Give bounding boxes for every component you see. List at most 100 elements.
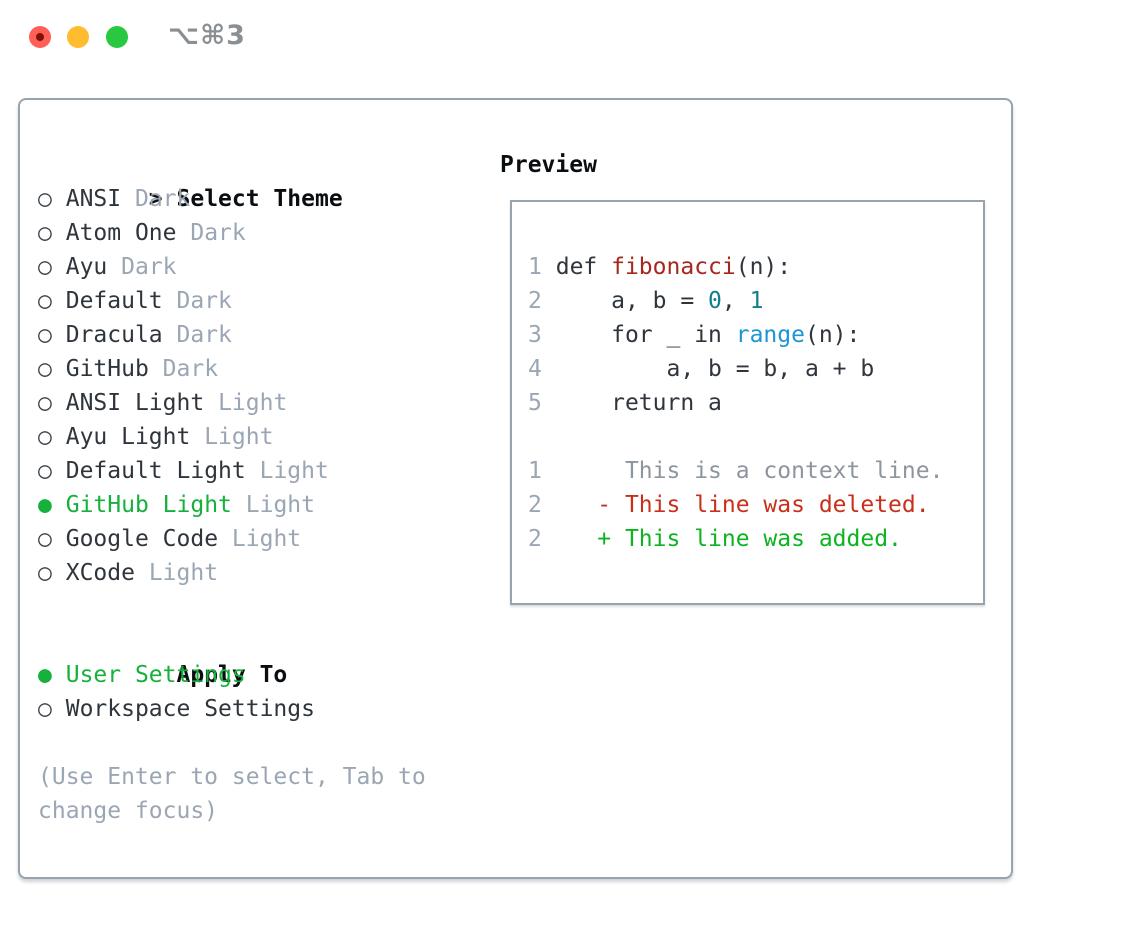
radio-icon: ○ [38, 424, 52, 450]
radio-icon: ○ [38, 560, 52, 586]
apply-option-workspace-settings[interactable]: ○ Workspace Settings [38, 692, 426, 726]
theme-name: Ayu [65, 254, 108, 280]
theme-list: ○ ANSI Dark○ Atom One Dark○ Ayu Dark○ De… [38, 182, 426, 590]
code-line: 3 for _ in range(n): [528, 318, 983, 352]
radio-icon: ○ [38, 696, 52, 722]
theme-dialog: > Select Theme ○ ANSI Dark○ Atom One Dar… [18, 98, 1013, 879]
apply-option-user-settings[interactable]: ● User Settings [38, 658, 426, 692]
line-number: 2 [528, 526, 542, 552]
theme-item-google-code[interactable]: ○ Google Code Light [38, 522, 426, 556]
spacer [38, 726, 426, 760]
code-token: - This line was deleted. [555, 492, 930, 518]
theme-variant-badge: Dark [134, 186, 191, 212]
theme-name: Ayu Light [65, 424, 191, 450]
apply-option-label: Workspace Settings [65, 696, 315, 722]
code-token: def [555, 254, 612, 280]
theme-name: GitHub [65, 356, 149, 382]
theme-name: Dracula [65, 322, 163, 348]
theme-item-default-light[interactable]: ○ Default Light Light [38, 454, 426, 488]
hint-text-line1: (Use Enter to select, Tab to [38, 764, 426, 790]
code-token: a, b = [555, 288, 709, 314]
code-token: a, b = b, a + b [555, 356, 875, 382]
theme-variant-badge: Dark [162, 356, 219, 382]
radio-icon: ○ [38, 186, 52, 212]
code-token: 1 [749, 288, 764, 314]
theme-name: Default [65, 288, 163, 314]
theme-item-dracula[interactable]: ○ Dracula Dark [38, 318, 426, 352]
theme-item-xcode[interactable]: ○ XCode Light [38, 556, 426, 590]
apply-option-label: User Settings [65, 662, 246, 688]
minimize-button-icon[interactable] [67, 26, 89, 48]
theme-variant-badge: Dark [176, 322, 232, 348]
code-line: 2 + This line was added. [528, 522, 983, 556]
theme-variant-badge: Light [148, 560, 219, 586]
radio-icon: ○ [38, 390, 52, 416]
theme-item-ansi[interactable]: ○ ANSI Dark [38, 182, 426, 216]
select-theme-label: Select Theme [176, 186, 343, 212]
theme-variant-badge: Light [259, 458, 329, 484]
radio-icon: ○ [38, 458, 52, 484]
theme-panel: > Select Theme ○ ANSI Dark○ Atom One Dar… [38, 148, 426, 828]
code-token: for _ in [555, 322, 736, 348]
line-number: 1 [528, 458, 542, 484]
theme-variant-badge: Dark [176, 288, 232, 314]
theme-variant-badge: Dark [190, 220, 246, 246]
theme-variant-badge: Light [245, 492, 315, 518]
code-line [528, 420, 983, 454]
code-token: This is a context line. [555, 458, 944, 484]
theme-name: Default Light [65, 458, 246, 484]
theme-item-github[interactable]: ○ GitHub Dark [38, 352, 426, 386]
radio-icon: ○ [38, 220, 52, 246]
zoom-button-icon[interactable] [106, 26, 128, 48]
selected-radio-icon: ● [38, 662, 52, 688]
radio-icon: ○ [38, 526, 52, 552]
theme-variant-badge: Light [231, 526, 302, 552]
theme-variant-badge: Light [218, 390, 288, 416]
theme-variant-badge: Light [204, 424, 274, 450]
selected-radio-icon: ● [38, 492, 52, 518]
line-number: 4 [528, 356, 542, 382]
code-line: 2 - This line was deleted. [528, 488, 983, 522]
line-number: 2 [528, 492, 542, 518]
code-line: 1 def fibonacci(n): [528, 250, 983, 284]
apply-to-header: Apply To [38, 624, 426, 688]
hint-text-line2: change focus) [38, 798, 219, 824]
theme-item-ansi-light[interactable]: ○ ANSI Light Light [38, 386, 426, 420]
theme-name: Atom One [65, 220, 177, 246]
code-token: + This line was added. [555, 526, 902, 552]
theme-item-ayu[interactable]: ○ Ayu Dark [38, 250, 426, 284]
header-marker-icon: > [148, 186, 163, 212]
theme-name: ANSI [65, 186, 122, 212]
code-line: 2 a, b = 0, 1 [528, 284, 983, 318]
code-token: (n): [804, 322, 861, 348]
radio-icon: ○ [38, 356, 52, 382]
code-line: 4 a, b = b, a + b [528, 352, 983, 386]
close-button-icon[interactable] [29, 26, 51, 48]
radio-icon: ○ [38, 288, 52, 314]
line-number: 3 [528, 322, 542, 348]
code-token: 0 [708, 288, 722, 314]
line-number: 2 [528, 288, 542, 314]
theme-item-github-light[interactable]: ● GitHub Light Light [38, 488, 426, 522]
apply-to-label: Apply To [176, 662, 288, 688]
apply-to-list: ● User Settings○ Workspace Settings [38, 658, 426, 726]
theme-name: ANSI Light [65, 390, 205, 416]
theme-item-ayu-light[interactable]: ○ Ayu Light Light [38, 420, 426, 454]
theme-item-default[interactable]: ○ Default Dark [38, 284, 426, 318]
theme-name: XCode [65, 560, 135, 586]
theme-item-atom-one[interactable]: ○ Atom One Dark [38, 216, 426, 250]
line-number: 1 [528, 254, 542, 280]
titlebar: ⌥⌘3 [0, 0, 1140, 70]
code-line: 5 return a [528, 386, 983, 420]
select-theme-header: > Select Theme [38, 148, 426, 212]
code-token: return a [555, 390, 722, 416]
line-number: 5 [528, 390, 542, 416]
code-token: , [721, 288, 750, 314]
radio-icon: ○ [38, 254, 52, 280]
code-token: range [735, 322, 805, 348]
window-title: ⌥⌘3 [168, 20, 246, 51]
code-token: (n): [735, 254, 792, 280]
theme-name: Google Code [65, 526, 219, 552]
